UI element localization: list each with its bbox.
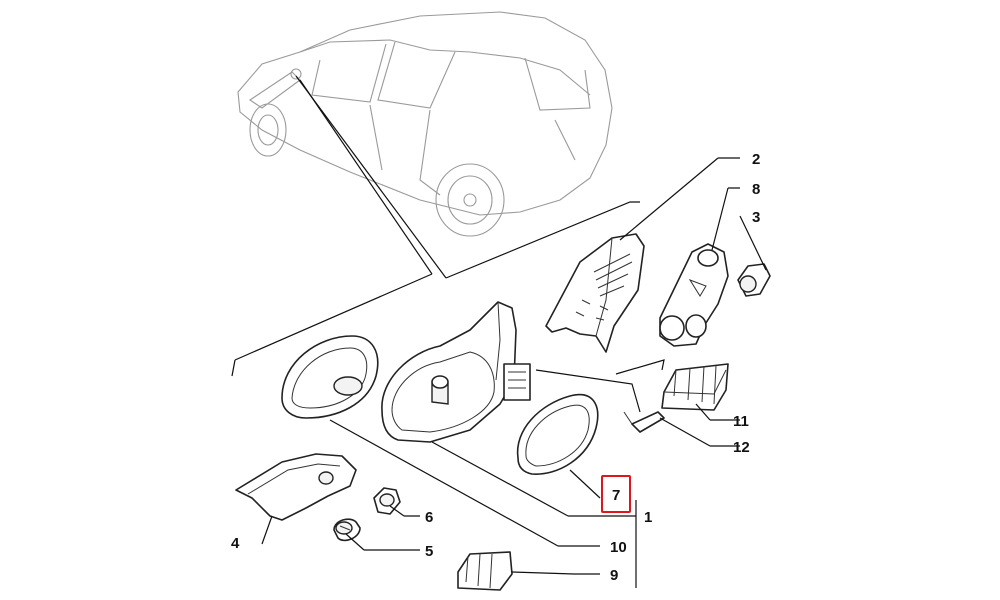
car-outline	[237, 11, 613, 237]
callout-9: 9	[610, 567, 618, 584]
actuator-bracket	[545, 233, 645, 353]
grommet	[737, 263, 771, 297]
callout-8: 8	[752, 181, 760, 198]
mirror-glass	[516, 393, 599, 475]
highlight-box	[601, 475, 631, 513]
terminal-pin	[623, 411, 665, 433]
connector-small	[457, 551, 513, 591]
mirror-cover-cap	[281, 335, 379, 419]
zoom-lines	[231, 75, 640, 377]
leader-lines	[261, 157, 767, 588]
callout-labels: 2 8 3 11 12 7 1 10 9 6 5 4	[231, 151, 760, 584]
callout-4: 4	[231, 535, 240, 552]
mirror-housing	[381, 301, 531, 443]
callout-11: 11	[733, 413, 749, 430]
callout-6: 6	[425, 509, 433, 526]
connector-large	[661, 363, 729, 411]
bolt	[373, 487, 401, 515]
callout-7: 7	[612, 487, 620, 504]
callout-1: 1	[644, 509, 652, 526]
callout-12: 12	[733, 439, 750, 456]
gasket-plate	[235, 453, 357, 521]
mirror-motor	[659, 243, 729, 347]
callout-3: 3	[752, 209, 760, 226]
screw	[333, 518, 361, 542]
callout-5: 5	[425, 543, 433, 560]
callout-2: 2	[752, 151, 760, 168]
callout-10: 10	[610, 539, 627, 556]
